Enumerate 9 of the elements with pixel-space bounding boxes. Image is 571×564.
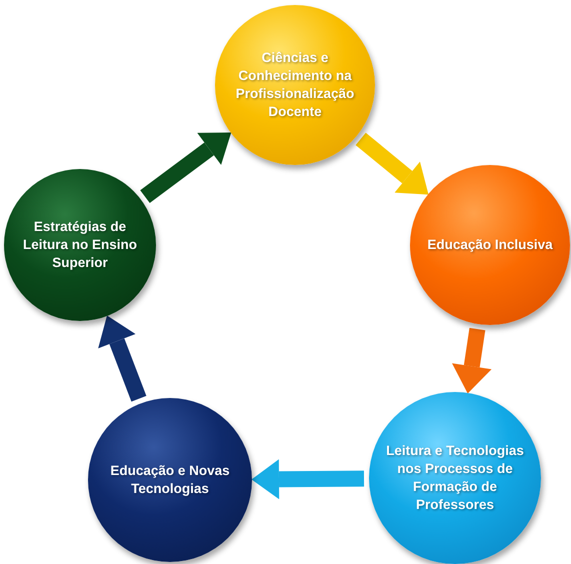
node-label: Leitura e Tecnologias nos Processos de Formação de Professores — [385, 442, 525, 514]
node-label: Educação Inclusiva — [427, 236, 553, 254]
node-label: Ciências e Conhecimento na Profissionalização Docente — [234, 48, 356, 122]
block-arrow — [252, 459, 364, 500]
block-arrow — [98, 316, 146, 402]
node-label: Educação e Novas Tecnologias — [109, 462, 231, 498]
block-arrow — [452, 328, 492, 394]
node-label: Estratégias de Leitura no Ensino Superior — [22, 218, 138, 272]
block-arrow — [356, 132, 429, 195]
